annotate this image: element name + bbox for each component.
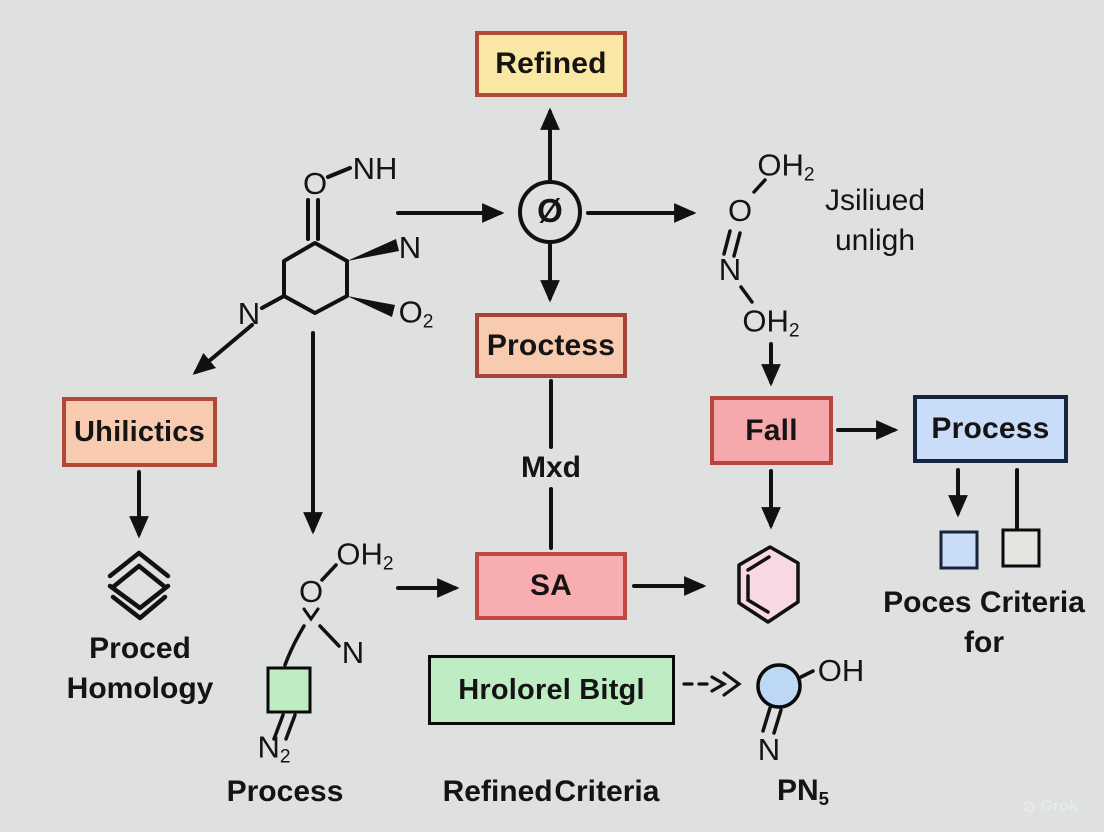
wedge-bond-n bbox=[347, 239, 399, 261]
v-glyph bbox=[302, 607, 320, 622]
double-bond-line bbox=[732, 231, 742, 258]
bond-to-oh bbox=[799, 669, 815, 679]
bond-o-oh2 bbox=[320, 563, 338, 582]
double-bond-line bbox=[272, 713, 285, 741]
o-label: O bbox=[302, 166, 328, 201]
grok-watermark-text: Grok bbox=[1040, 798, 1078, 815]
right-structure bbox=[722, 178, 767, 304]
oh-label: OH bbox=[817, 653, 865, 688]
left-ring-structure bbox=[260, 166, 399, 317]
mid-structure bbox=[272, 563, 341, 741]
jsiliued-note: Jsiliued unligh bbox=[825, 181, 925, 261]
empty-set-node-circle bbox=[518, 180, 582, 244]
caption-line: Homology bbox=[66, 672, 214, 705]
process-caption: Process bbox=[226, 775, 344, 808]
benzene-inner-bond bbox=[746, 555, 771, 572]
note-line: unligh bbox=[834, 224, 916, 257]
chevron-up-outer bbox=[107, 550, 171, 579]
blue-circle-node bbox=[756, 663, 802, 709]
hrolorel-bitgl-box: Hrolorel Bitgl bbox=[428, 655, 675, 725]
chevron-up-inner bbox=[110, 563, 168, 590]
bottom-structure bbox=[756, 663, 815, 735]
n-label: N bbox=[237, 296, 261, 331]
green-square-node bbox=[266, 666, 312, 714]
dashed-arrow-hrolorel-to-struct bbox=[682, 671, 742, 697]
proced-homology-caption: Proced Homology bbox=[67, 629, 214, 709]
n-label: N bbox=[757, 732, 781, 767]
gray-square-node bbox=[1001, 528, 1041, 568]
chevron-down-inner bbox=[110, 594, 168, 621]
double-bond-line bbox=[772, 708, 783, 735]
dashed-arrowhead-inner bbox=[710, 675, 728, 693]
proctess-box: Proctess bbox=[475, 313, 627, 378]
grok-watermark: ⊘ Grok bbox=[1022, 797, 1098, 817]
uhilictics-box: Uhilictics bbox=[62, 397, 217, 467]
caption-line: Proced bbox=[89, 632, 191, 665]
process-box: Process bbox=[913, 395, 1068, 463]
fall-box: Fall bbox=[710, 396, 833, 465]
wedge-bond-o2 bbox=[347, 296, 395, 317]
bond-to-n bbox=[260, 294, 286, 310]
oh2-label: OH2 bbox=[336, 536, 394, 575]
cyclohexane-ring bbox=[282, 241, 349, 315]
oh2-label: OH2 bbox=[742, 303, 800, 342]
n2-label: N2 bbox=[257, 729, 291, 768]
grok-logo-icon: ⊘ bbox=[1022, 799, 1036, 816]
oh2-label: OH2 bbox=[757, 147, 815, 186]
poces-criteria-caption: Poces Criteria for bbox=[883, 583, 1085, 663]
mxd-label: Mxd bbox=[521, 451, 581, 484]
n-label: N bbox=[341, 635, 365, 670]
double-bond-line bbox=[284, 713, 297, 741]
bond-o-oh2 bbox=[752, 178, 767, 194]
nh-label: NH bbox=[352, 151, 398, 186]
sa-box: SA bbox=[475, 552, 627, 620]
caption-line: Poces Criteria bbox=[883, 586, 1085, 619]
caption-line: for bbox=[964, 626, 1004, 659]
double-bond-line bbox=[722, 229, 732, 256]
bond-n-oh2 bbox=[739, 285, 754, 304]
chevron-down-outer bbox=[107, 583, 171, 611]
dashed-arrowhead-outer bbox=[722, 671, 742, 697]
bond-o-nh bbox=[326, 166, 352, 179]
refined-box: Refined bbox=[475, 31, 627, 97]
o-label: O bbox=[727, 193, 753, 228]
note-line: Jsiliued bbox=[824, 184, 926, 217]
double-chevron-symbol bbox=[107, 550, 171, 621]
curved-bond-to-square bbox=[283, 624, 306, 667]
flow-arrows bbox=[129, 107, 1019, 598]
refined-criteria-caption: Refined Criteria bbox=[442, 775, 660, 808]
bond-to-n bbox=[318, 624, 341, 648]
empty-set-glyph: Ø bbox=[537, 192, 563, 229]
benzene-inner-bond bbox=[746, 574, 770, 614]
double-bond-line bbox=[761, 706, 772, 733]
o2-label: O2 bbox=[398, 294, 434, 333]
blue-square-node bbox=[939, 530, 979, 570]
benzene-node bbox=[737, 545, 800, 624]
arrow-n-to-uhilictics bbox=[192, 323, 254, 375]
pn5-caption: PN5 bbox=[776, 773, 830, 810]
n-label: N bbox=[718, 252, 742, 287]
o-label: O bbox=[298, 574, 324, 609]
n-label: N bbox=[398, 230, 422, 265]
